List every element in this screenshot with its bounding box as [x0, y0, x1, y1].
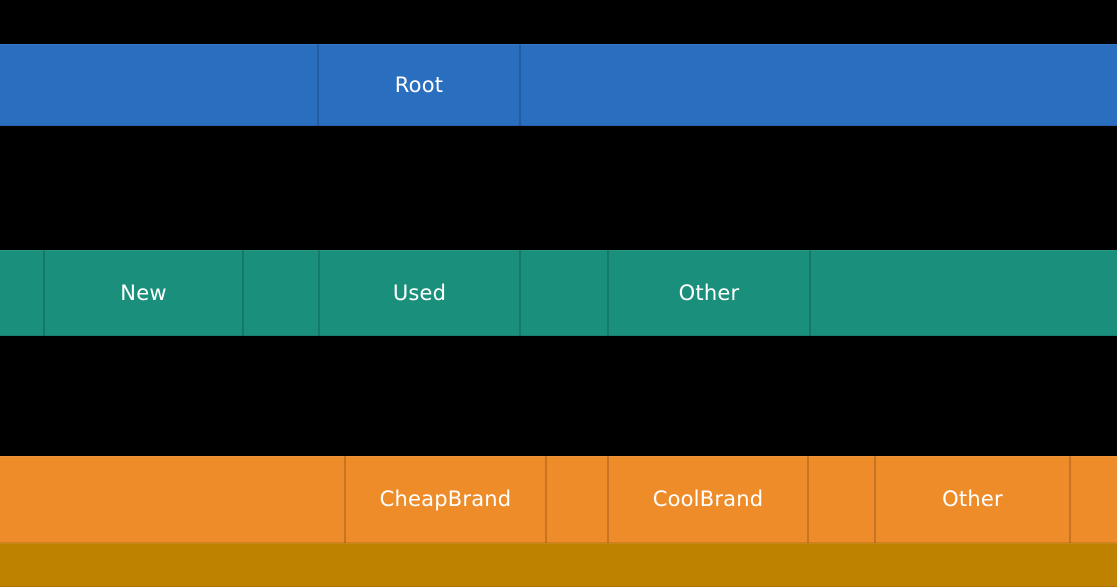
node-bottom-edge	[1070, 542, 1117, 543]
icicle-node-leaf-0[interactable]	[0, 543, 1117, 587]
node-top-edge	[0, 456, 345, 457]
node-bottom-edge	[875, 542, 1070, 543]
icicle-node-label: CheapBrand	[379, 487, 512, 511]
node-bottom-edge	[0, 542, 345, 543]
icicle-node-condition-4[interactable]	[520, 250, 608, 336]
icicle-node-condition-0[interactable]	[0, 250, 44, 336]
icicle-node-coolbrand[interactable]: CoolBrand	[608, 456, 808, 543]
icicle-node-root-0[interactable]	[0, 44, 318, 126]
icicle-node-condition-2[interactable]	[243, 250, 319, 336]
node-top-edge	[875, 456, 1070, 457]
node-bottom-edge	[345, 542, 546, 543]
node-top-edge	[810, 250, 1117, 251]
icicle-level-brand: CheapBrand CoolBrand Other	[0, 456, 1117, 543]
icicle-node-label: Used	[392, 280, 447, 305]
node-bottom-edge	[243, 335, 319, 336]
node-top-edge	[608, 456, 808, 457]
node-top-edge	[520, 250, 608, 251]
node-bottom-edge	[318, 125, 520, 126]
icicle-node-other[interactable]: Other	[875, 456, 1070, 543]
icicle-node-used[interactable]: Used	[319, 250, 520, 336]
node-top-edge	[1070, 456, 1117, 457]
node-top-edge	[0, 250, 44, 251]
icicle-node-condition-6[interactable]	[810, 250, 1117, 336]
node-top-edge	[0, 543, 1117, 544]
icicle-level-leaf	[0, 543, 1117, 587]
node-top-edge	[546, 456, 608, 457]
icicle-node-cheapbrand[interactable]: CheapBrand	[345, 456, 546, 543]
icicle-node-label: Other	[678, 280, 740, 305]
icicle-node-root-2[interactable]	[520, 44, 1117, 126]
icicle-node-brand-2[interactable]	[546, 456, 608, 543]
icicle-node-label: CoolBrand	[652, 487, 764, 511]
node-top-edge	[345, 456, 546, 457]
node-bottom-edge	[520, 125, 1117, 126]
node-bottom-edge	[0, 335, 44, 336]
icicle-level-root: Root	[0, 44, 1117, 126]
node-bottom-edge	[608, 542, 808, 543]
icicle-node-label: Root	[394, 72, 444, 97]
icicle-node-label: Other	[942, 487, 1003, 511]
node-top-edge	[520, 44, 1117, 45]
node-bottom-edge	[0, 125, 318, 126]
icicle-node-brand-0[interactable]	[0, 456, 345, 543]
node-bottom-edge	[810, 335, 1117, 336]
node-top-edge	[44, 250, 243, 251]
node-bottom-edge	[808, 542, 875, 543]
icicle-node-label: New	[120, 280, 167, 305]
icicle-node-new[interactable]: New	[44, 250, 243, 336]
node-top-edge	[808, 456, 875, 457]
node-bottom-edge	[319, 335, 520, 336]
node-bottom-edge	[520, 335, 608, 336]
node-top-edge	[319, 250, 520, 251]
node-top-edge	[318, 44, 520, 45]
icicle-node-root[interactable]: Root	[318, 44, 520, 126]
icicle-node-brand-4[interactable]	[808, 456, 875, 543]
node-top-edge	[608, 250, 810, 251]
node-bottom-edge	[608, 335, 810, 336]
icicle-level-condition: New Used Other	[0, 250, 1117, 336]
icicle-node-other[interactable]: Other	[608, 250, 810, 336]
node-bottom-edge	[44, 335, 243, 336]
node-top-edge	[0, 44, 318, 45]
node-top-edge	[243, 250, 319, 251]
node-bottom-edge	[546, 542, 608, 543]
icicle-node-brand-6[interactable]	[1070, 456, 1117, 543]
